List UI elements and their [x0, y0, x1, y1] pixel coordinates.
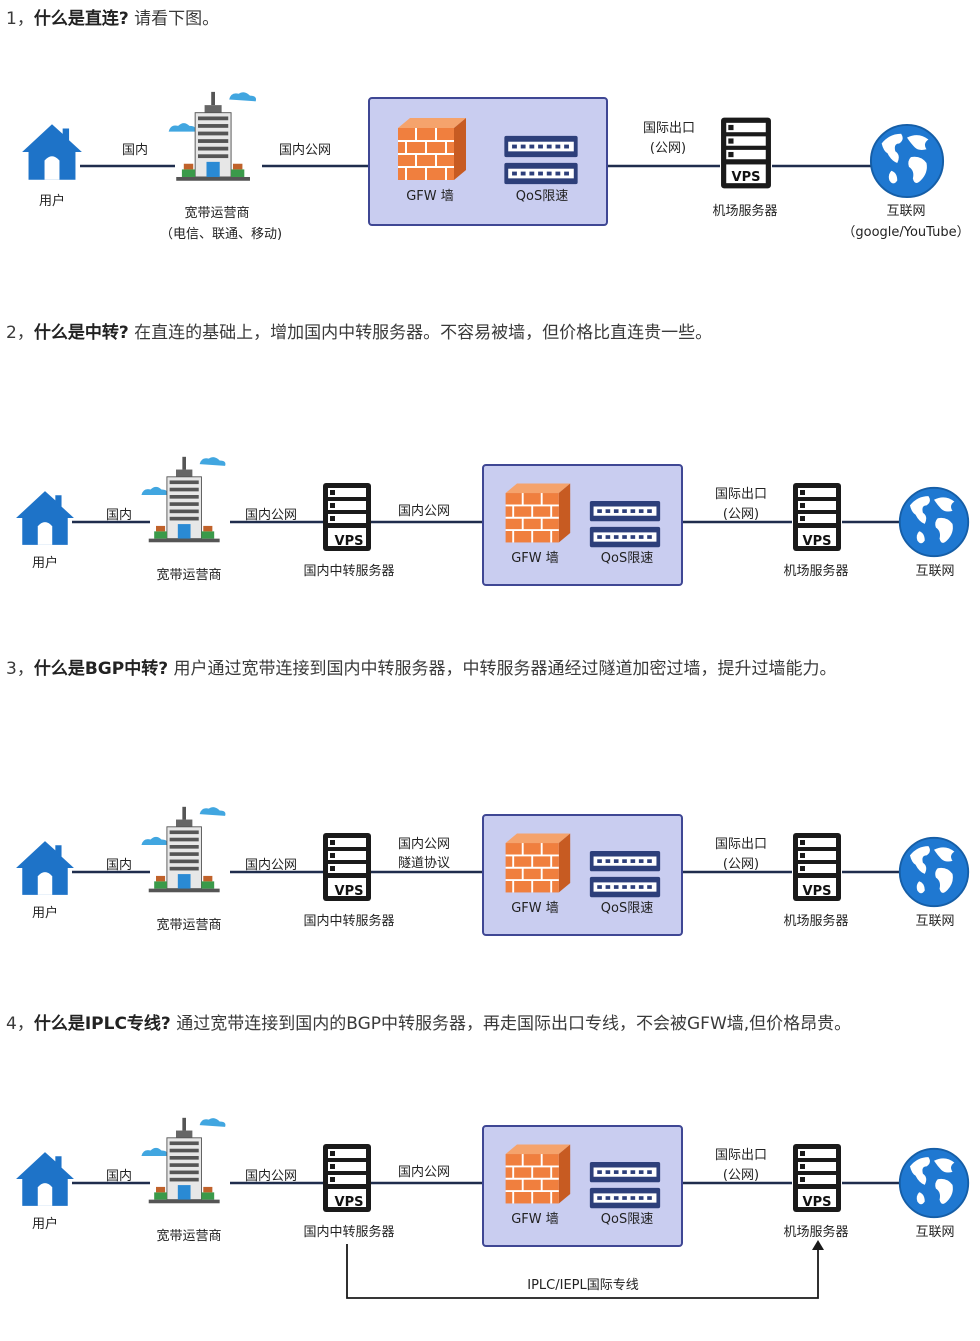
intl-exit-sub-label: (公网) [649, 141, 687, 156]
qos-label: QoS限速 [600, 1212, 654, 1227]
user-label: 用户 [31, 906, 59, 921]
link-domestic-label: 国内 [105, 1169, 133, 1184]
section-3-text: 3，什么是BGP中转? 用户通过宽带连接到国内中转服务器，中转服务器通经过隧道加… [6, 659, 837, 679]
intl-exit-label: 国际出口 [714, 1148, 768, 1163]
server-label: 机场服务器 [783, 1225, 849, 1240]
qos-label: QoS限速 [600, 901, 654, 916]
qos-label: QoS限速 [600, 551, 654, 566]
relay-label: 国内中转服务器 [303, 1225, 395, 1240]
section-4-text: 4，什么是IPLC专线? 通过宽带连接到国内的BGP中转服务器，再走国际出口专线… [6, 1014, 852, 1034]
isp-label: 宽带运营商 [156, 568, 222, 583]
internet-label: 互联网 [915, 1225, 955, 1240]
relay-vps-label: VPS [334, 1195, 364, 1210]
tunnel-label: 隧道协议 [397, 856, 451, 871]
intl-exit-label: 国际出口 [642, 121, 696, 136]
relay-vps-label: VPS [334, 534, 364, 549]
isp-sub-label: （电信、联通、移动) [159, 227, 283, 242]
link-public2-label: 国内公网 [397, 1165, 451, 1180]
internet-label: 互联网 [915, 564, 955, 579]
isp-label: 宽带运营商 [156, 1229, 222, 1244]
diagram-direct-graphics [22, 91, 945, 226]
link-public2-label: 国内公网 [397, 837, 451, 852]
isp-label: 宽带运营商 [156, 918, 222, 933]
diagram-bgp-relay-graphics [16, 806, 970, 936]
link-public-label: 国内公网 [244, 858, 298, 873]
isp-label: 宽带运营商 [184, 206, 250, 221]
diagram-bgp-relay: 用户 国内 宽带运营商 国内公网 VPS 国内中转服务器 国内公网 隧道协议 G… [0, 805, 980, 945]
diagram-direct: 用户 国内 宽带运营商 （电信、联通、移动) 国内公网 GFW 墙 QoS限速 … [0, 80, 980, 260]
vps-label: VPS [731, 170, 761, 185]
user-label: 用户 [38, 194, 66, 209]
link-domestic-label: 国内 [105, 858, 133, 873]
section-1-title: 什么是直连? [33, 9, 129, 29]
section-1-text: 1，什么是直连? 请看下图。 [6, 9, 220, 29]
section-4-title: 什么是IPLC专线? [33, 1014, 171, 1034]
intl-exit-label: 国际出口 [714, 487, 768, 502]
diagram-iplc-graphics [16, 1117, 970, 1299]
section-3-title: 什么是BGP中转? [33, 659, 169, 679]
link-domestic-label: 国内 [105, 508, 133, 523]
server-label: 机场服务器 [712, 204, 778, 219]
gfw-label: GFW 墙 [511, 901, 559, 916]
vps-label: VPS [802, 534, 832, 549]
user-label: 用户 [31, 556, 59, 571]
section-2-title: 什么是中转? [33, 323, 129, 343]
link-public2-label: 国内公网 [397, 504, 451, 519]
gfw-label: GFW 墙 [511, 1212, 559, 1227]
link-public-label: 国内公网 [244, 508, 298, 523]
section-2-text: 2，什么是中转? 在直连的基础上，增加国内中转服务器。不容易被墙，但价格比直连贵… [6, 323, 713, 343]
diagram-iplc: 用户 国内 宽带运营商 国内公网 VPS 国内中转服务器 国内公网 GFW 墙 … [0, 1116, 980, 1306]
link-public-label: 国内公网 [278, 143, 332, 158]
relay-label: 国内中转服务器 [303, 914, 395, 929]
intl-exit-sub-label: (公网) [722, 507, 760, 522]
diagram-relay-graphics [16, 456, 970, 586]
intl-exit-label: 国际出口 [714, 837, 768, 852]
internet-sub-label: （google/YouTube） [842, 225, 970, 240]
diagram-relay: 用户 国内 宽带运营商 国内公网 VPS 国内中转服务器 国内公网 GFW 墙 … [0, 455, 980, 595]
intl-exit-sub-label: (公网) [722, 857, 760, 872]
vps-label: VPS [802, 1195, 832, 1210]
server-label: 机场服务器 [783, 914, 849, 929]
gfw-label: GFW 墙 [511, 551, 559, 566]
server-label: 机场服务器 [783, 564, 849, 579]
dedicated-line-label: IPLC/IEPL国际专线 [527, 1278, 639, 1293]
user-label: 用户 [31, 1217, 59, 1232]
vps-label: VPS [802, 884, 832, 899]
internet-label: 互联网 [886, 204, 926, 219]
qos-label: QoS限速 [515, 189, 569, 204]
link-domestic-label: 国内 [121, 143, 149, 158]
relay-label: 国内中转服务器 [303, 564, 395, 579]
intl-exit-sub-label: (公网) [722, 1168, 760, 1183]
link-public-label: 国内公网 [244, 1169, 298, 1184]
internet-label: 互联网 [915, 914, 955, 929]
gfw-label: GFW 墙 [406, 189, 454, 204]
relay-vps-label: VPS [334, 884, 364, 899]
